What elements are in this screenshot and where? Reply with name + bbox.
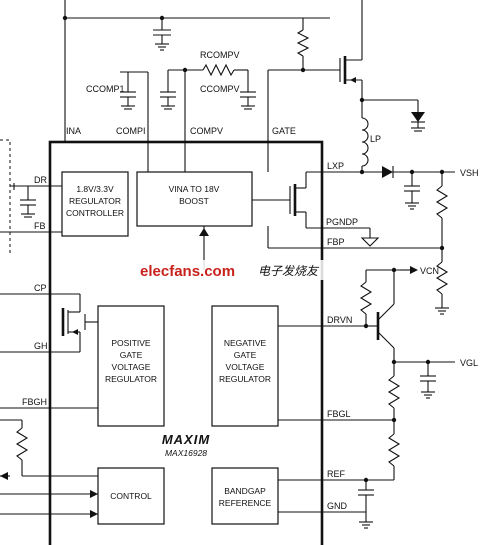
external-dashed-block bbox=[0, 139, 11, 255]
pin-drvn-label: DRVN bbox=[327, 315, 352, 325]
part-number-label: MAX16928 bbox=[165, 448, 207, 458]
pin-fbgl-label: FBGL bbox=[327, 409, 351, 419]
regulator-controller-text: 1.8V/3.3V REGULATOR CONTROLLER bbox=[66, 184, 124, 218]
pin-fb-label: FB bbox=[34, 221, 46, 231]
block-line: REGULATOR bbox=[69, 196, 121, 206]
negative-gate-wiring bbox=[278, 266, 455, 529]
pin-ina-label: INA bbox=[66, 126, 81, 136]
watermark-backdrop bbox=[138, 260, 338, 280]
block-line: POSITIVE bbox=[111, 338, 151, 348]
control-block bbox=[97, 467, 165, 525]
block-line: REGULATOR bbox=[219, 374, 271, 384]
ccomp1-label: CCOMP1 bbox=[86, 84, 125, 94]
block-line: VINA TO 18V bbox=[169, 184, 220, 194]
pin-compv-label: COMPV bbox=[190, 126, 223, 136]
ccompv-label: CCOMPV bbox=[200, 84, 240, 94]
block-line: REFERENCE bbox=[219, 498, 272, 508]
block-line: REGULATOR bbox=[105, 374, 157, 384]
positive-gate-text: POSITIVE GATE VOLTAGE REGULATOR bbox=[105, 338, 157, 384]
rcompv-label: RCOMPV bbox=[200, 50, 240, 60]
block-line: 1.8V/3.3V bbox=[76, 184, 114, 194]
watermark-site: elecfans.com bbox=[140, 263, 235, 280]
block-line: NEGATIVE bbox=[224, 338, 267, 348]
pin-ref-label: REF bbox=[327, 469, 346, 479]
ic-outline bbox=[48, 140, 324, 545]
pin-fbgh-label: FBGH bbox=[22, 397, 47, 407]
pin-gate-label: GATE bbox=[272, 126, 296, 136]
fbgh-wiring bbox=[0, 407, 98, 518]
pin-fbp-label: FBP bbox=[327, 237, 345, 247]
block-line: BOOST bbox=[179, 196, 209, 206]
block-line: CONTROLLER bbox=[66, 208, 124, 218]
negative-gate-regulator-block bbox=[211, 305, 279, 427]
boost-block bbox=[136, 171, 253, 227]
pin-lxp-label: LXP bbox=[327, 161, 344, 171]
pin-pgndp-label: PGNDP bbox=[326, 217, 358, 227]
block-line: VOLTAGE bbox=[226, 362, 265, 372]
boost-arrow bbox=[199, 228, 209, 236]
pin-compi-label: COMPI bbox=[116, 126, 146, 136]
pin-gh-label: GH bbox=[34, 341, 48, 351]
block-line: GATE bbox=[120, 350, 143, 360]
negative-gate-text: NEGATIVE GATE VOLTAGE REGULATOR bbox=[219, 338, 271, 384]
boost-output-wiring bbox=[252, 166, 455, 315]
pin-dr-label: DR bbox=[34, 175, 47, 185]
block-line: BANDGAP bbox=[224, 486, 266, 496]
inductor-lp-label: LP bbox=[370, 134, 381, 144]
bandgap-text: BANDGAP REFERENCE bbox=[219, 486, 272, 508]
block-line: VOLTAGE bbox=[112, 362, 151, 372]
regulator-controller-block bbox=[61, 171, 129, 237]
vcn-label: VCN bbox=[420, 266, 439, 276]
pin-gnd-label: GND bbox=[327, 501, 348, 511]
vsh-label: VSH bbox=[460, 168, 479, 178]
maxim-logo: MAXIM bbox=[162, 432, 211, 447]
watermark-cn: 电子发烧友 bbox=[258, 264, 320, 278]
pin-cp-label: CP bbox=[34, 283, 47, 293]
top-wiring bbox=[62, 0, 425, 172]
bandgap-block bbox=[211, 467, 279, 525]
block-line: GATE bbox=[234, 350, 257, 360]
boost-text: VINA TO 18V BOOST bbox=[169, 184, 220, 206]
positive-gate-wiring bbox=[0, 293, 98, 353]
control-label: CONTROL bbox=[110, 491, 152, 501]
vgl-label: VGL bbox=[460, 358, 478, 368]
regulator-controller-wiring bbox=[0, 183, 62, 233]
positive-gate-regulator-block bbox=[97, 305, 165, 427]
